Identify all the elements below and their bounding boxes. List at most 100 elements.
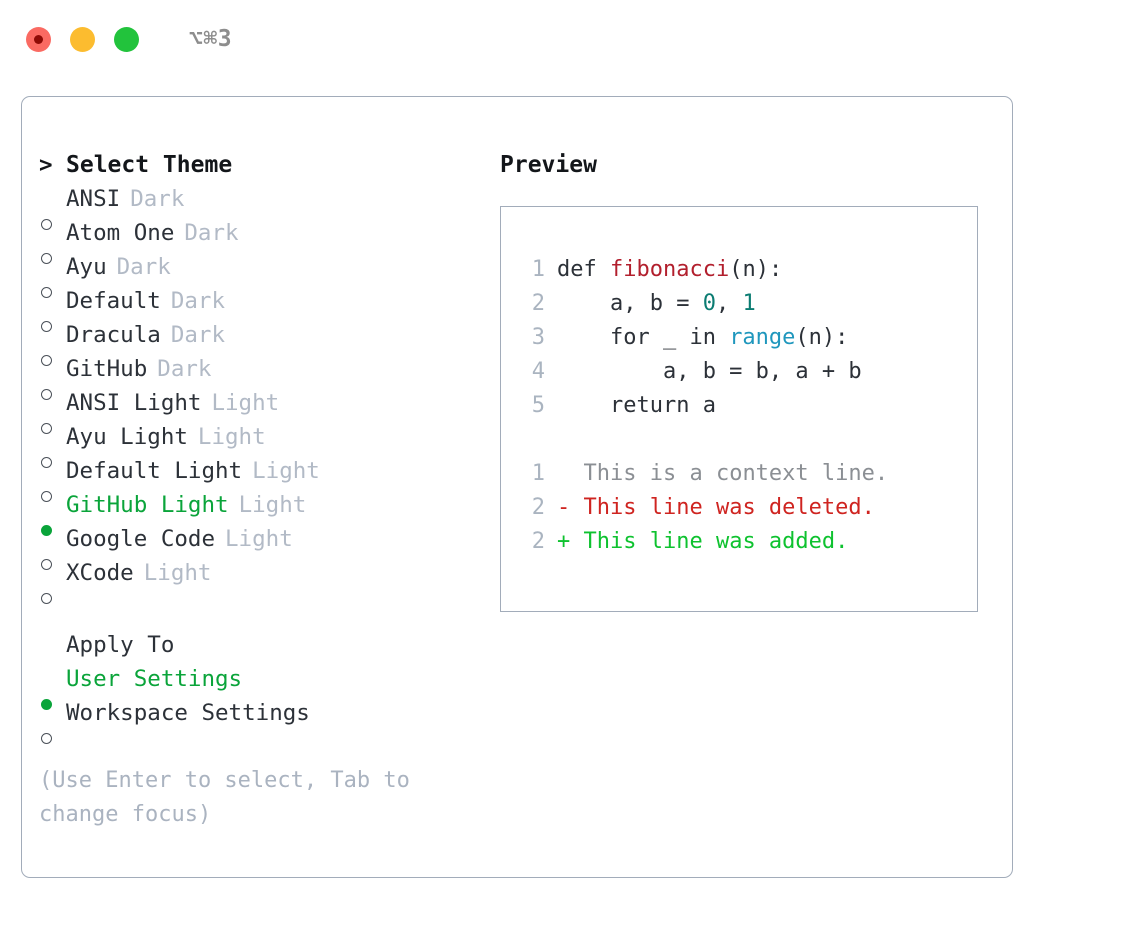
code-token-plain: a, b = b, a + b [557,359,862,384]
apply-to-label: Workspace Settings [66,700,310,726]
code-token-plain: , [715,291,743,316]
theme-variant-label: Dark [157,356,212,382]
theme-variant-label: Dark [170,288,226,314]
line-number: 4 [531,359,545,384]
theme-list-item[interactable]: Dracula Dark [39,318,479,366]
title-bar: ⌥⌘3 [0,0,1140,78]
apply-to-header: Apply To [66,632,175,658]
window-title: ⌥⌘3 [189,25,233,52]
code-token-kw: def [557,257,610,282]
line-number: 1 [531,461,545,486]
code-line: 3 for _ in range(n): [519,321,977,355]
radio-dot [41,491,52,502]
theme-name-label: Default Light [66,458,243,484]
radio-dot [41,355,52,366]
code-token-num: 1 [742,291,756,316]
line-number: 2 [531,495,545,520]
diff-text: This line was deleted. [583,495,875,520]
line-number: 2 [531,529,545,554]
diff-line-ctx: 1 This is a context line. [519,457,977,491]
radio-dot [41,733,52,744]
theme-name-label: Ayu Light [66,424,188,450]
preview-title: Preview [500,152,597,178]
theme-list-item[interactable]: GitHub Dark [39,352,479,400]
radio-dot [41,219,52,230]
code-token-plain: a, b = [557,291,703,316]
radio-dot [41,457,52,468]
apply-to-option[interactable]: User Settings [39,662,479,710]
theme-list-item[interactable]: Default Light Light [39,454,479,502]
code-token-fn: fibonacci [609,257,730,282]
theme-list-item[interactable]: Ayu Dark [39,250,479,298]
code-token-builtin: range [729,325,796,350]
theme-picker-title: Select Theme [66,152,233,178]
theme-variant-label: Dark [184,220,239,246]
theme-variant-label: Light [197,424,266,450]
radio-dot [41,253,52,264]
theme-variant-label: Dark [130,186,185,212]
theme-name-label: GitHub [66,356,148,382]
diff-sample: 1 This is a context line.2- This line wa… [519,457,977,559]
code-token-plain: (n): [795,325,849,350]
theme-variant-label: Dark [170,322,226,348]
code-token-num: 0 [702,291,716,316]
minimize-button[interactable] [70,26,95,52]
theme-list-item[interactable]: Ayu Light Light [39,420,479,468]
caret-icon: > [39,152,53,178]
code-blank-line [519,423,977,457]
theme-name-label: Dracula [66,322,161,348]
code-token-plain: for _ in [557,325,730,350]
diff-sign [557,457,584,491]
theme-variant-label: Light [252,458,320,484]
line-number: 3 [531,325,545,350]
diff-line-del: 2- This line was deleted. [519,491,977,525]
radio-dot [41,593,52,604]
theme-name-label: Ayu [66,254,107,280]
line-number: 2 [531,291,545,316]
code-token-plain: return a [557,393,716,418]
window-controls [26,26,139,52]
diff-line-add: 2+ This line was added. [519,525,977,559]
code-line: 1 def fibonacci(n): [519,253,977,287]
radio-dot [41,699,52,710]
radio-dot [41,423,52,434]
radio-dot [41,559,52,570]
line-number: 1 [531,257,545,282]
theme-picker-header: > Select Theme [39,148,479,182]
radio-dot [41,525,52,536]
theme-list-item[interactable]: ANSI Light Light [39,386,479,434]
apply-to-option[interactable]: Workspace Settings [39,696,479,744]
maximize-button[interactable] [114,26,139,52]
diff-sign: + [557,529,584,554]
close-button[interactable] [26,26,51,52]
code-line: 4 a, b = b, a + b [519,355,977,389]
radio-dot [41,321,52,332]
code-token-plain: (n): [729,257,783,282]
theme-name-label: ANSI Light [66,390,202,416]
keyboard-hint: (Use Enter to select, Tab to change focu… [39,768,424,827]
theme-variant-label: Light [238,492,307,518]
code-line: 5 return a [519,389,977,423]
line-number: 5 [531,393,545,418]
theme-variant-label: Light [225,526,293,552]
theme-variant-label: Light [143,560,212,586]
code-line: 2 a, b = 0, 1 [519,287,977,321]
section-spacer [39,590,479,628]
apply-to-label: User Settings [66,666,243,692]
diff-sign: - [557,495,584,520]
theme-variant-label: Dark [116,254,171,280]
theme-variant-label: Light [211,390,280,416]
